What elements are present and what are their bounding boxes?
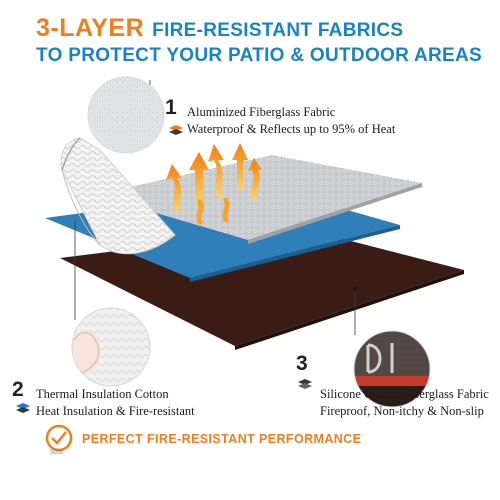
footer-tagline: PERFECT FIRE-RESISTANT PERFORMANCE (82, 432, 362, 446)
heat-arrows-icon (166, 143, 262, 225)
layer-3-stack-icon (298, 379, 312, 389)
sgs-label: SGS (50, 450, 63, 456)
layer-2-detail: Heat Insulation & Fire-resistant (36, 404, 195, 418)
headline-rest: FIRE-RESISTANT FABRICS (152, 20, 404, 41)
layer-1-closeup (87, 76, 165, 154)
layer-2-title: Thermal Insulation Cotton (36, 387, 169, 401)
headline-line-2: TO PROTECT YOUR PATIO & OUTDOOR AREAS (36, 45, 483, 66)
peeled-corner (60, 137, 176, 255)
layer-1-stack-icon (169, 125, 183, 135)
layer-3-detail: Fireproof, Non-itchy & Non-slip (320, 404, 484, 418)
layer-2-stack-icon (16, 403, 30, 413)
layer-3-closeup (353, 330, 431, 408)
layer-1-title: Aluminized Fiberglass Fabric (187, 105, 336, 119)
layer-3-number: 3 (296, 352, 308, 375)
headline-emphasis: 3-LAYER (36, 14, 145, 42)
headline-line-1: 3-LAYER FIRE-RESISTANT FABRICS (36, 14, 403, 43)
sgs-badge-icon (45, 424, 73, 452)
layer-1-number: 1 (165, 96, 177, 119)
layer-1-detail: Waterproof & Reflects up to 95% of Heat (187, 122, 396, 136)
layer-2-number: 2 (12, 378, 24, 401)
layer-3-title: Silicone Coated Fiberglass Fabric (320, 387, 489, 401)
layer-2-closeup (71, 307, 151, 387)
layer-1-aluminized-fabric (95, 155, 422, 240)
